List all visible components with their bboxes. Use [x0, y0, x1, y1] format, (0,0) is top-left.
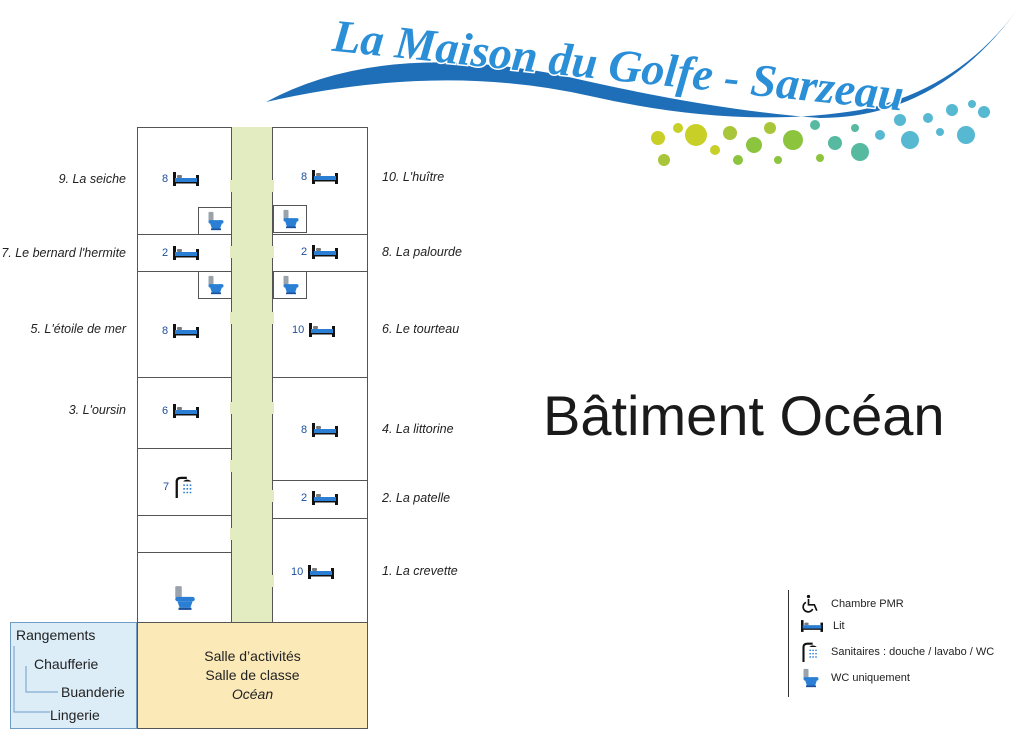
legend-sanitaires: Sanitaires : douche / lavabo / WC — [801, 642, 994, 662]
shower-count: 7 — [163, 476, 196, 498]
logo: La Maison du Golfe - Sarzeau — [266, 6, 1020, 166]
label-room-9: 9. La seiche — [58, 172, 126, 186]
bed-count: 10 — [292, 324, 305, 336]
door — [230, 460, 234, 472]
label-room-2: 2. La patelle — [382, 491, 451, 505]
salle-line-1: Salle d’activités — [204, 648, 301, 664]
door — [230, 180, 234, 192]
logo-wave — [266, 6, 1020, 118]
wc-box — [273, 205, 307, 233]
service-area — [10, 622, 137, 729]
corridor — [231, 127, 273, 622]
chaufferie-label: Chaufferie — [34, 656, 99, 672]
door — [270, 312, 274, 324]
wheelchair-icon — [801, 594, 821, 614]
bed-icon — [312, 170, 338, 184]
legend-sanitaires-label: Sanitaires : douche / lavabo / WC — [831, 646, 995, 658]
bed-count-4: 8 — [301, 423, 338, 437]
bed-icon — [173, 246, 199, 260]
door — [230, 246, 234, 258]
label-room-8: 8. La palourde — [382, 245, 462, 259]
salle-line-3: Océan — [231, 686, 274, 702]
legend-pmr-label: Chambre PMR — [831, 598, 904, 610]
legend-lit-label: Lit — [833, 620, 845, 632]
bed-count-2: 2 — [301, 491, 338, 505]
bed-count: 2 — [301, 492, 308, 504]
bed-count-6: 10 — [292, 323, 335, 337]
wc-box — [198, 207, 232, 235]
shower-icon — [174, 476, 196, 498]
bed-icon — [312, 491, 338, 505]
bed-count: 2 — [301, 246, 308, 258]
salle-activites: Salle d’activités Salle de classe Océan — [137, 622, 368, 729]
buanderie-label: Buanderie — [61, 684, 125, 700]
bed-count-7: 2 — [162, 246, 199, 260]
wc-box — [198, 271, 232, 299]
logo-text: La Maison du Golfe - Sarzeau — [329, 10, 906, 121]
bed-count: 8 — [162, 325, 169, 337]
bed-count: 2 — [162, 247, 169, 259]
bed-icon — [801, 620, 823, 632]
label-room-10: 10. L'huître — [382, 170, 445, 184]
legend-wc-label: WC uniquement — [831, 672, 910, 684]
bed-count-1: 10 — [291, 565, 334, 579]
label-room-6: 6. Le tourteau — [382, 322, 460, 336]
bed-icon — [173, 324, 199, 338]
door — [270, 246, 274, 258]
shower-number: 7 — [163, 481, 170, 493]
room-wc-bottom — [137, 552, 232, 623]
logo-dots — [651, 100, 990, 166]
door — [230, 402, 234, 414]
bed-count-10: 8 — [301, 170, 338, 184]
bed-count: 8 — [301, 171, 308, 183]
bed-icon — [308, 565, 334, 579]
label-room-3: 3. L'oursin — [68, 403, 126, 417]
wc-box — [273, 271, 307, 299]
label-room-7: 7. Le bernard l'hermite — [1, 246, 126, 260]
legend-lit: Lit — [801, 620, 845, 632]
bed-count-9: 8 — [162, 172, 199, 186]
wc-icon — [172, 585, 198, 611]
legend-wc: WC uniquement — [801, 668, 910, 688]
legend: Chambre PMR Lit Sanitaires : douche / la… — [788, 590, 994, 697]
bed-icon — [173, 172, 199, 186]
bed-count-5: 8 — [162, 324, 199, 338]
label-room-5: 5. L'étoile de mer — [30, 322, 127, 336]
bed-count: 10 — [291, 566, 304, 578]
page-title: Bâtiment Océan — [543, 384, 945, 447]
bed-count: 8 — [301, 424, 308, 436]
bed-icon — [309, 323, 335, 337]
door — [230, 528, 234, 540]
legend-pmr: Chambre PMR — [801, 594, 904, 614]
bed-count-8: 2 — [301, 245, 338, 259]
label-room-4: 4. La littorine — [382, 422, 454, 436]
door — [270, 490, 274, 502]
rangements-label: Rangements — [16, 627, 96, 643]
label-room-1: 1. La crevette — [382, 564, 458, 578]
bed-count-3: 6 — [162, 404, 199, 418]
bed-icon — [173, 404, 199, 418]
shower-icon — [801, 642, 821, 662]
service-bracket — [13, 646, 58, 713]
door — [230, 312, 234, 324]
room-left-empty — [137, 515, 232, 553]
bed-count: 8 — [162, 173, 169, 185]
door — [270, 402, 274, 414]
bed-count: 6 — [162, 405, 169, 417]
salle-line-2: Salle de classe — [205, 667, 300, 683]
wc-icon — [801, 668, 821, 688]
bed-icon — [312, 245, 338, 259]
door — [270, 180, 274, 192]
bed-icon — [312, 423, 338, 437]
lingerie-label: Lingerie — [50, 707, 100, 723]
door — [270, 575, 274, 587]
